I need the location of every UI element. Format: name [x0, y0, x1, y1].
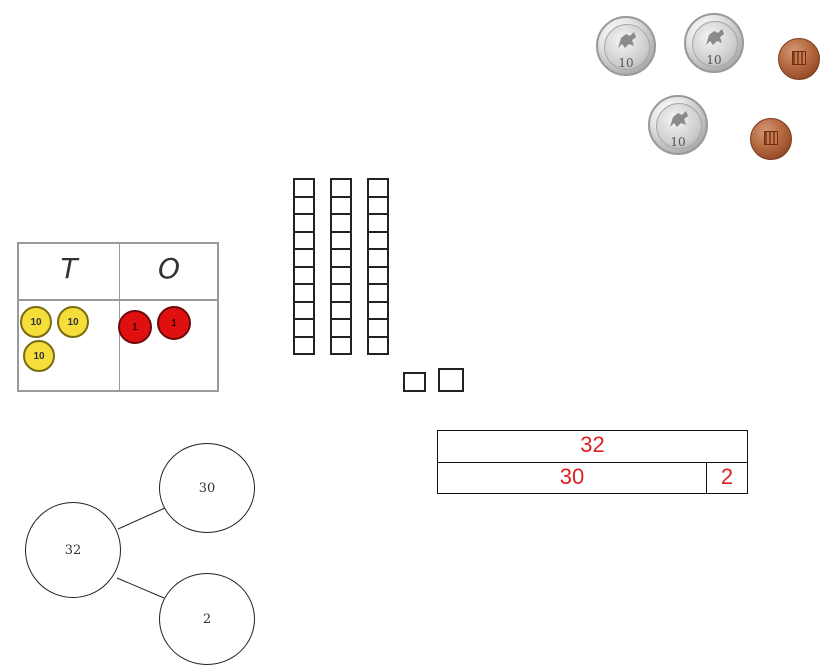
- rod-unit: [330, 335, 352, 355]
- tens-header: T: [60, 252, 78, 285]
- one-penny-coin: [750, 118, 792, 160]
- lion-icon: [618, 32, 636, 48]
- unit-cube: [403, 372, 426, 392]
- ones-counter: 1: [157, 306, 191, 340]
- ones-header: O: [157, 252, 181, 285]
- tens-rod: [367, 178, 389, 355]
- part-value: 2: [202, 611, 212, 627]
- bar-part: [706, 462, 748, 494]
- lion-icon: [670, 111, 688, 127]
- whole-circle: 32: [25, 502, 121, 598]
- tens-counter: 10: [23, 340, 55, 372]
- place-value-chart: T O 10 10 10 1 1: [17, 242, 219, 392]
- part-circle: 30: [159, 443, 255, 533]
- coin-value: 10: [706, 53, 722, 67]
- unit-cube: [438, 368, 464, 392]
- portcullis-icon: [792, 51, 806, 65]
- ten-pence-coin: 10: [596, 16, 656, 76]
- tens-rod: [330, 178, 352, 355]
- bar-part-value: 2: [720, 464, 734, 489]
- lion-icon: [706, 29, 724, 45]
- coin-value: 10: [670, 135, 686, 149]
- tens-counter: 10: [57, 306, 89, 338]
- part-value: 30: [198, 480, 216, 496]
- tens-rod: [293, 178, 315, 355]
- bar-part-value: 30: [559, 464, 585, 489]
- one-penny-coin: [778, 38, 820, 80]
- bar-whole-value: 32: [580, 432, 605, 457]
- header-divider: [19, 299, 217, 301]
- portcullis-icon: [764, 131, 778, 145]
- ones-counter: 1: [118, 310, 152, 344]
- rod-unit: [293, 335, 315, 355]
- part-circle: 2: [159, 573, 255, 665]
- column-divider: [119, 244, 120, 390]
- whole-value: 32: [64, 542, 82, 558]
- ten-pence-coin: 10: [684, 13, 744, 73]
- ten-pence-coin: 10: [648, 95, 708, 155]
- tens-counter: 10: [20, 306, 52, 338]
- coin-value: 10: [618, 56, 634, 70]
- rod-unit: [367, 335, 389, 355]
